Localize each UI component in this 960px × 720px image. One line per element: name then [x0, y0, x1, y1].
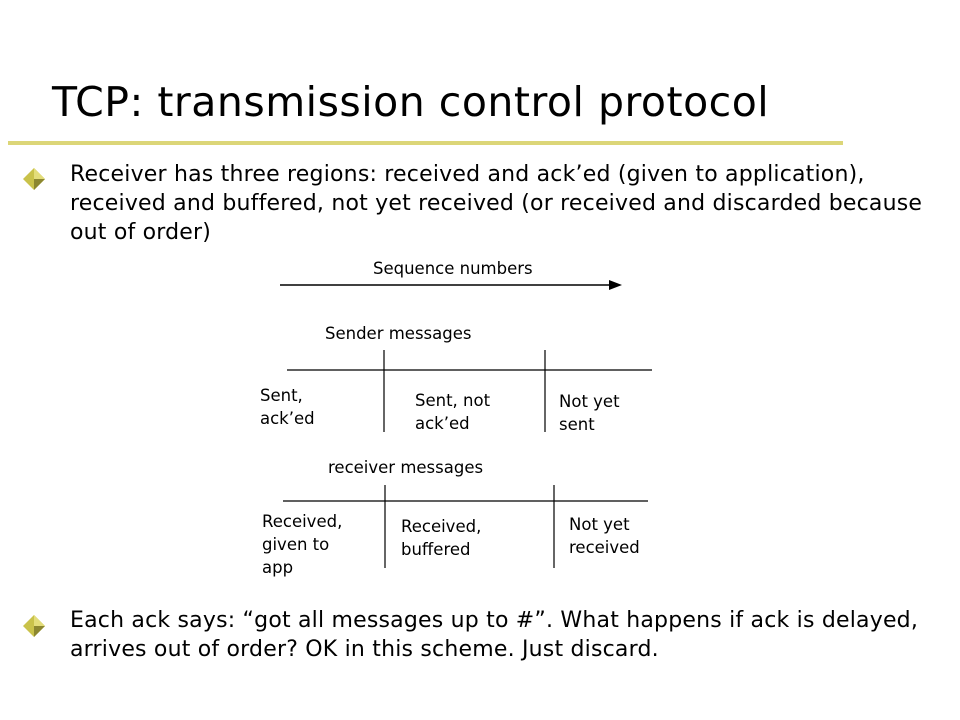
sender-region-sent-not-acked: Sent, not ack’ed: [415, 391, 491, 433]
receiver-title: receiver messages: [328, 458, 484, 477]
slide-title: TCP: transmission control protocol: [52, 78, 770, 126]
receiver-region-buffered: Received, buffered: [401, 517, 482, 559]
bullet-1-text: Receiver has three regions: received and…: [70, 162, 923, 245]
bullet-2-text: Each ack says: “got all messages up to #…: [70, 608, 919, 662]
arrow-right-icon: [609, 280, 622, 290]
sender-region-sent-acked: Sent, ack’ed: [260, 386, 315, 428]
receiver-region-not-yet-received: Not yet received: [569, 515, 640, 557]
receiver-region-given-to-app: Received, given to app: [262, 512, 343, 577]
diamond-bullet-icon: [23, 615, 45, 637]
sender-title: Sender messages: [325, 324, 472, 343]
title-underline: [8, 141, 843, 145]
sequence-numbers-label: Sequence numbers: [373, 259, 533, 278]
diamond-bullet-icon: [23, 168, 45, 190]
sequence-arrow: [280, 280, 622, 290]
sender-region-not-yet-sent: Not yet sent: [559, 392, 620, 434]
